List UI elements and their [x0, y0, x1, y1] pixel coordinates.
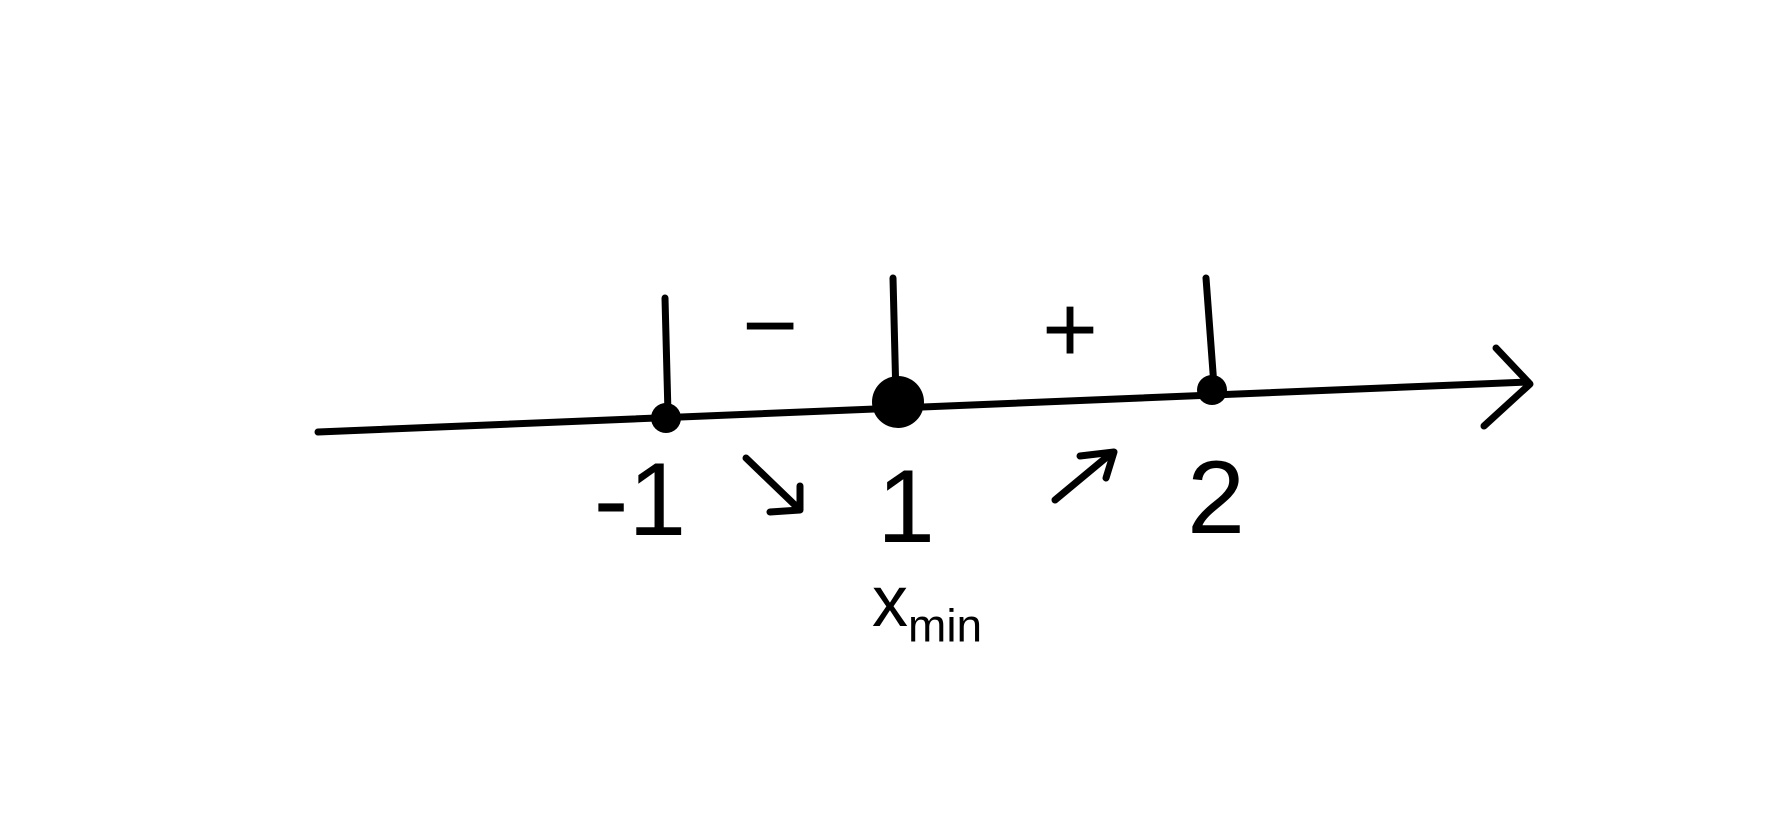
point-label-2: 2 — [1187, 440, 1245, 556]
separator-at-neg1 — [661, 294, 672, 418]
point-marker-neg1 — [651, 403, 681, 433]
increasing-arrow-icon — [1051, 448, 1118, 504]
decreasing-arrow-icon — [742, 454, 804, 516]
interval-sign-minus: − — [741, 272, 799, 379]
x-min-subscript: min — [908, 599, 983, 652]
separator-at-2 — [1202, 274, 1218, 390]
interval-sign-plus: + — [1041, 276, 1099, 383]
point-marker-1-min — [872, 376, 924, 428]
arrow-right-icon — [1480, 344, 1534, 430]
point-label-1: 1 — [877, 449, 935, 565]
point-marker-2 — [1197, 375, 1227, 405]
point-label-neg1: -1 — [593, 442, 687, 558]
x-min-base: x — [872, 562, 908, 642]
x-min-annotation: xmin — [872, 566, 982, 648]
